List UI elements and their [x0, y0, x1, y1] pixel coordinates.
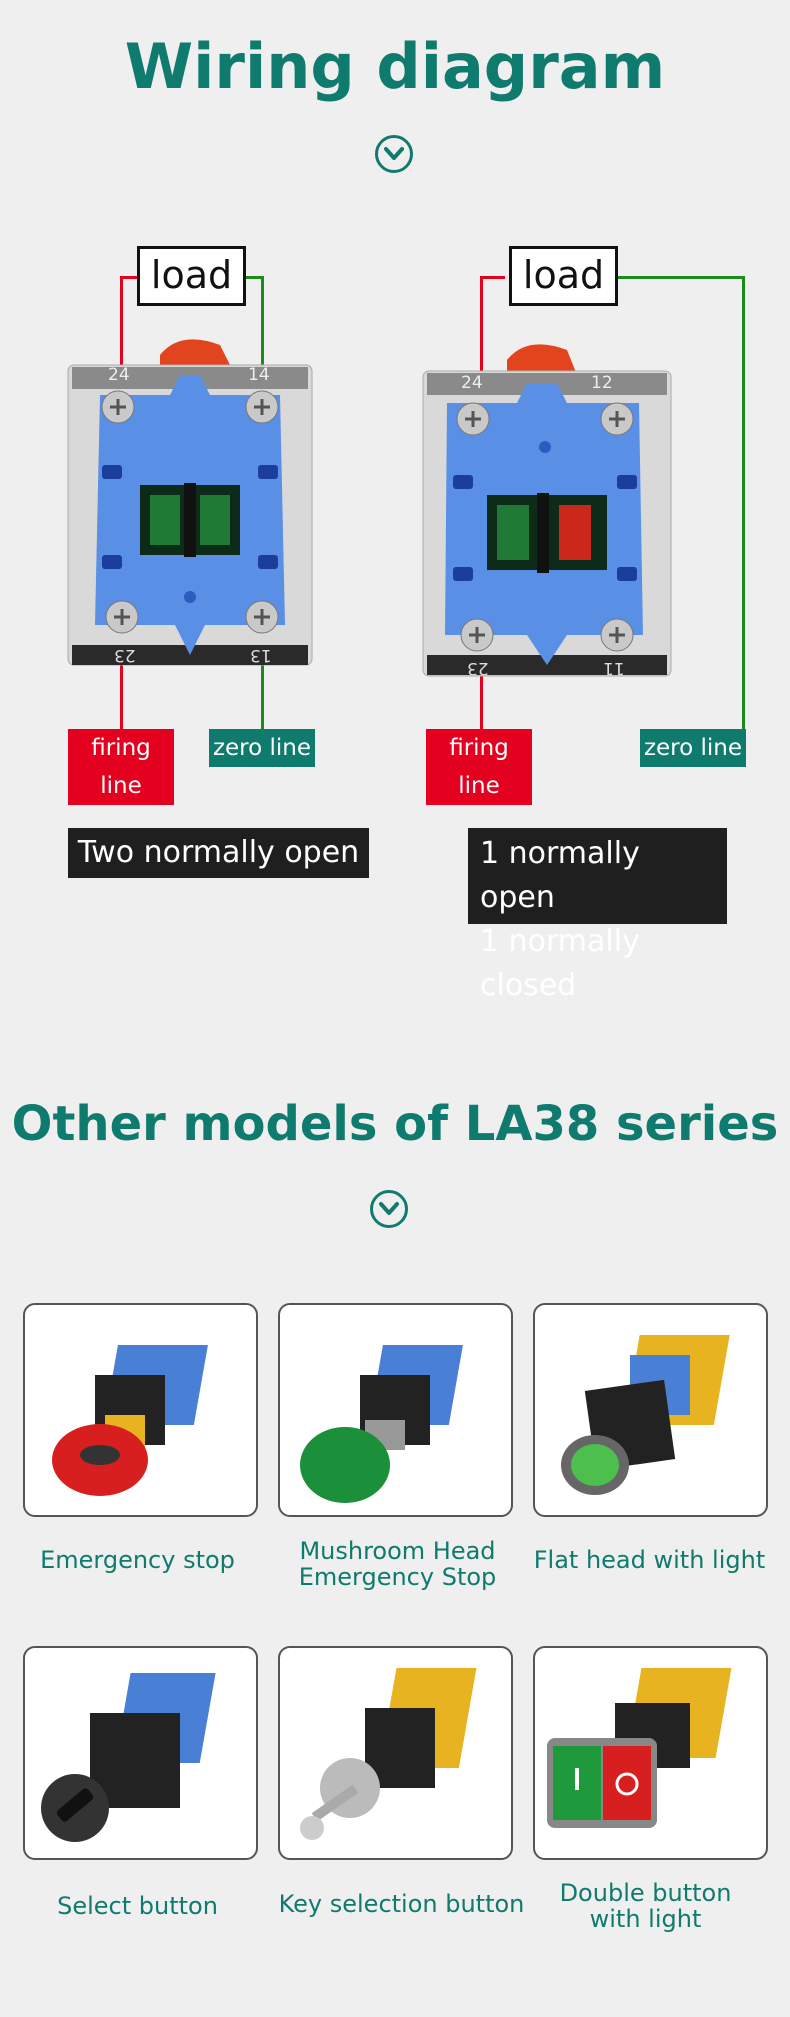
terminal-label: 14: [248, 365, 270, 385]
terminal-label: 13: [250, 645, 272, 665]
product-card-key-selection[interactable]: [278, 1646, 513, 1860]
terminal-label: 12: [591, 373, 613, 393]
select-button-image: [41, 1673, 216, 1842]
flat-head-light-image: [561, 1335, 730, 1495]
load-box: load: [509, 246, 618, 306]
product-card-double-button[interactable]: [533, 1646, 768, 1860]
contact-block-no-nc: [422, 344, 672, 677]
chevron-down-circle-icon: [375, 135, 413, 173]
zero-line-tag: zero line: [209, 729, 315, 767]
wiring-diagram-right: load 24 12 23 11 firing line zero line 1…: [395, 0, 790, 1003]
product-card-emergency-stop[interactable]: [23, 1303, 258, 1517]
terminal-label: 11: [603, 658, 625, 678]
product-label: Flat head with light: [533, 1546, 766, 1574]
wiring-diagram-left: load 24 14 23 13 firing line zero line T…: [0, 0, 395, 878]
zero-line-tag: zero line: [640, 729, 746, 767]
product-label-line: Mushroom Head: [299, 1537, 496, 1565]
product-label-line: Double button: [559, 1879, 732, 1907]
terminal-label: 24: [461, 373, 483, 393]
models-title: Other models of LA38 series: [11, 1096, 779, 1152]
emergency-stop-image: [52, 1345, 208, 1496]
double-button-image: [547, 1668, 732, 1828]
product-label: Emergency stop: [40, 1546, 235, 1574]
product-label: Mushroom Head Emergency Stop: [270, 1538, 525, 1590]
wiring-title: Wiring diagram: [124, 30, 666, 103]
terminal-label: 23: [114, 645, 136, 665]
product-card-mushroom-head[interactable]: [278, 1303, 513, 1517]
product-label: Key selection button: [278, 1890, 525, 1918]
product-label-line: Emergency Stop: [298, 1563, 497, 1591]
product-card-select-button[interactable]: [23, 1646, 258, 1860]
terminal-label: 23: [467, 658, 489, 678]
product-label-line: with light: [589, 1905, 702, 1933]
terminal-label: 24: [108, 365, 130, 385]
key-selection-image: [300, 1668, 477, 1840]
contact-block-two-no: [67, 339, 313, 666]
product-card-flat-head-light[interactable]: [533, 1303, 768, 1517]
mushroom-head-image: [300, 1345, 463, 1503]
load-box: load: [137, 246, 246, 306]
description-line: 1 normally open: [480, 836, 640, 915]
firing-line-tag: firing line: [426, 729, 532, 805]
product-label: Select button: [57, 1892, 218, 1920]
contact-description: 1 normally open 1 normally closed: [468, 828, 727, 1003]
description-line: 1 normally closed: [480, 924, 640, 1003]
product-label: Double button with light: [518, 1880, 773, 1932]
firing-line-tag: firing line: [68, 729, 174, 805]
contact-description: Two normally open: [68, 828, 369, 878]
chevron-down-circle-icon: [370, 1190, 408, 1228]
